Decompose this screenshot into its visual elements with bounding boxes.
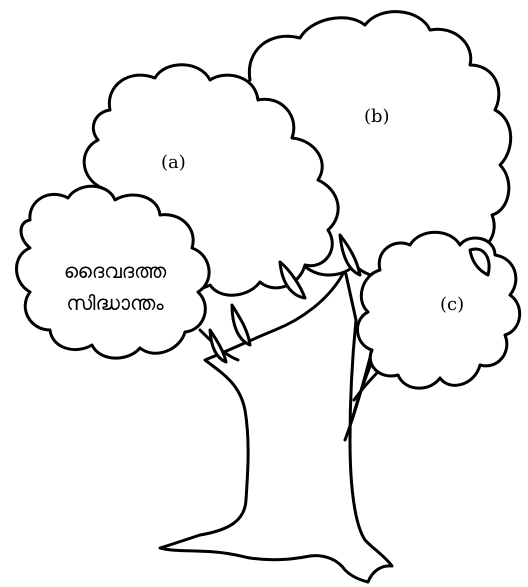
- leaf-tip-a-3: [338, 233, 362, 277]
- label-a: (a): [161, 152, 186, 173]
- root-text-line1: ദൈവദത്ത: [63, 259, 167, 283]
- root-text-line2: സിദ്ധാന്തം: [66, 291, 164, 315]
- leaf-tip-a-4: [208, 328, 228, 364]
- tree-trunk: [158, 268, 394, 584]
- root-cloud: [15, 184, 211, 360]
- leaf-tip-c-1: [468, 247, 491, 277]
- leaf-tip-a-1: [278, 260, 307, 300]
- leaf-tip-a-2: [230, 303, 252, 347]
- label-b: (b): [364, 106, 390, 127]
- crown-c: [356, 230, 521, 390]
- label-c: (c): [440, 294, 465, 315]
